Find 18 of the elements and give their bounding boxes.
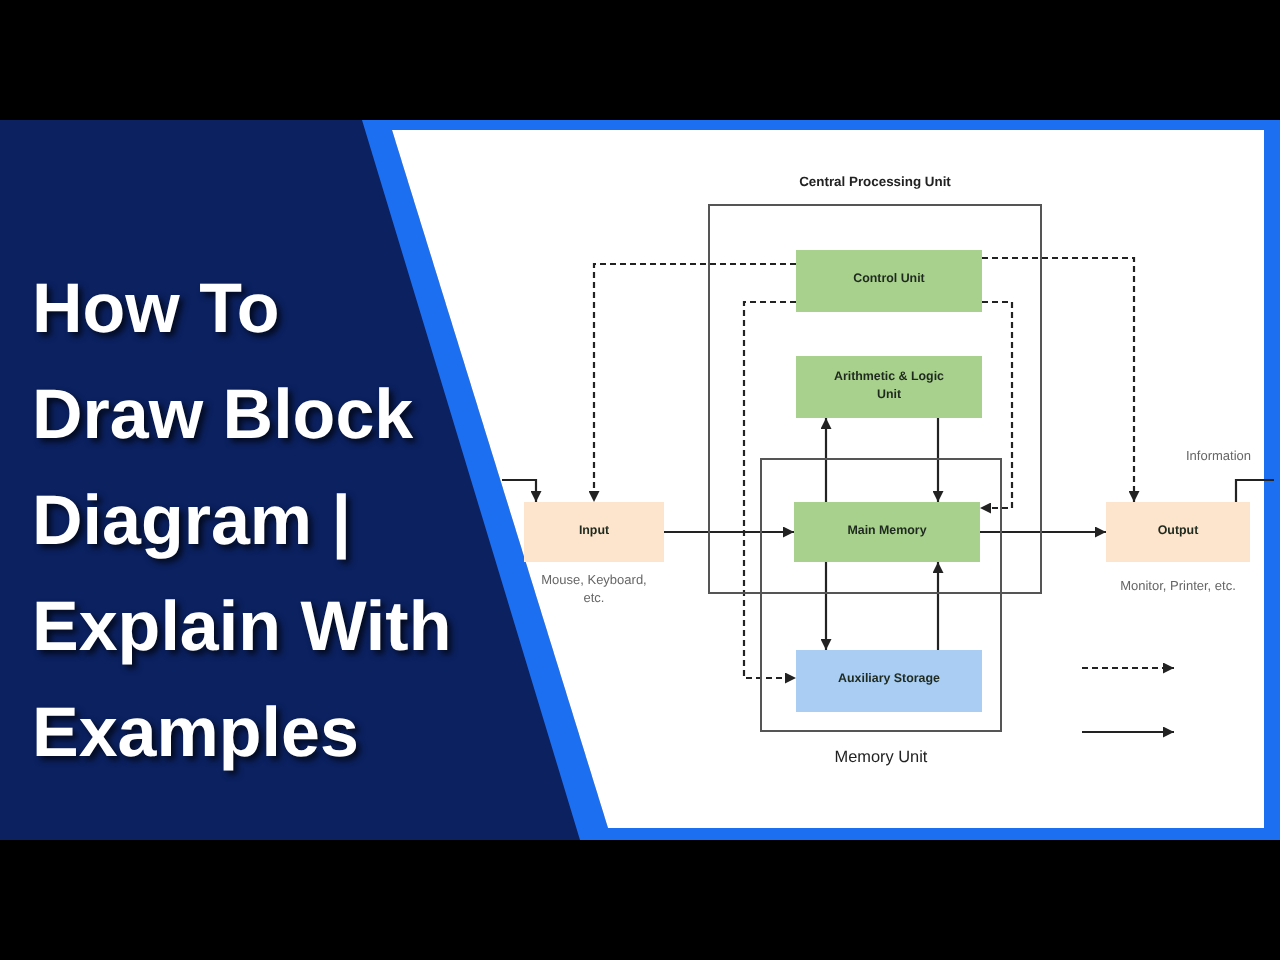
dashed-arrow [982, 256, 1140, 502]
process-box [796, 650, 982, 712]
arrow [664, 526, 794, 538]
arrow [820, 418, 832, 502]
title-heading: How To Draw Block Diagram | Explain With Examples [32, 268, 454, 776]
group-heading: Memory Unit [832, 748, 930, 766]
process-box [796, 356, 982, 418]
dashed-arrow [742, 300, 796, 684]
connector-line [1234, 478, 1274, 502]
arrow [932, 562, 944, 650]
arrow [932, 418, 944, 502]
arrow [980, 526, 1106, 538]
process-box [794, 502, 980, 562]
arrow [502, 478, 542, 502]
process-box [796, 250, 982, 312]
arrow [820, 562, 832, 650]
dashed-arrow [980, 300, 1014, 514]
dashed-arrow [588, 262, 796, 502]
